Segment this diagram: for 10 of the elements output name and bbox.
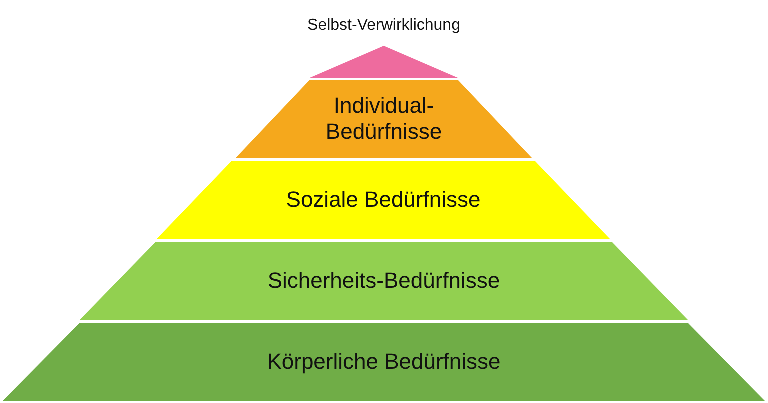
pyramid-level — [236, 80, 532, 158]
pyramid-level — [157, 161, 610, 239]
pyramid-tip — [310, 46, 458, 78]
level-label: Individual-Bedürfnisse — [324, 92, 444, 146]
level-label: Selbst-Verwirklichung — [308, 16, 460, 36]
level-label: Soziale Bedürfnisse — [286, 186, 481, 214]
pyramid-level — [3, 323, 765, 401]
level-label: Körperliche Bedürfnisse — [267, 348, 501, 376]
level-label: Sicherheits-Bedürfnisse — [268, 268, 500, 294]
pyramid-level — [80, 242, 688, 320]
